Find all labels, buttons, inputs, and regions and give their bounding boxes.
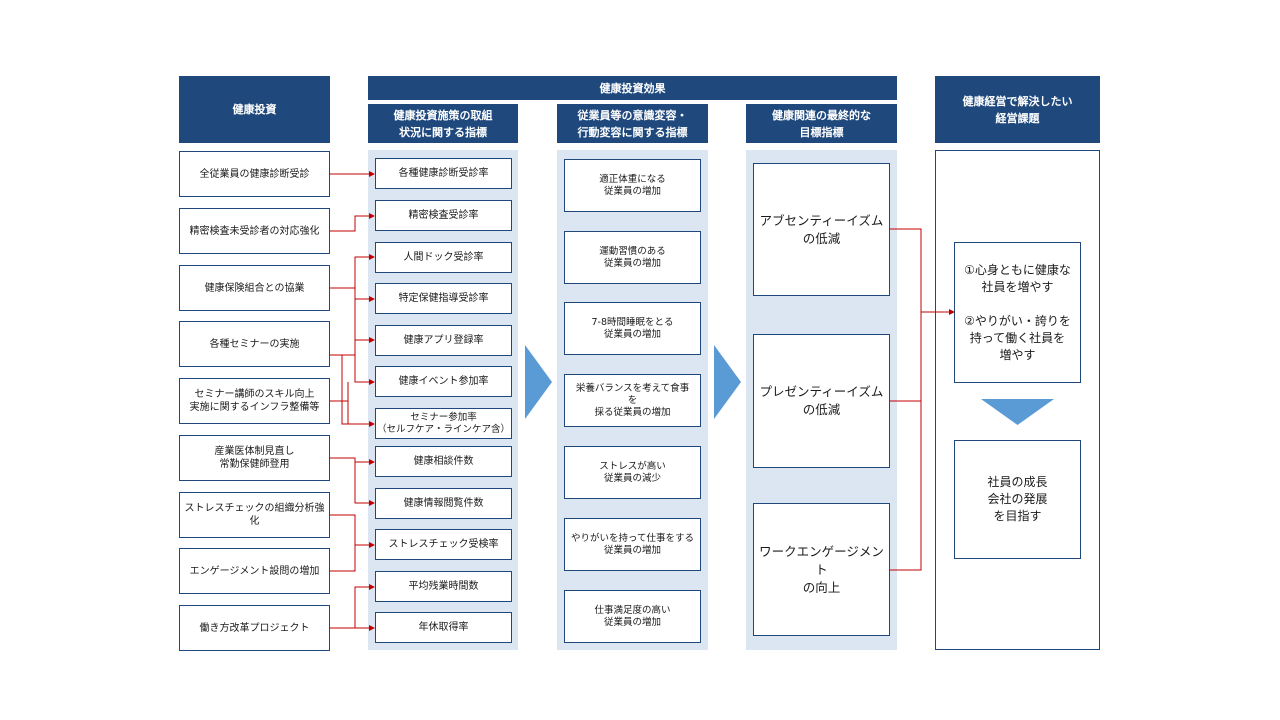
awareness-box: 仕事満足度の高い 従業員の増加 xyxy=(564,590,701,643)
measure-box: 健康相談件数 xyxy=(375,446,512,477)
investment-box: セミナー講師のスキル向上 実施に関するインフラ整備等 xyxy=(179,378,330,424)
header-awareness: 従業員等の意識変容・ 行動変容に関する指標 xyxy=(557,104,708,143)
connector-line xyxy=(330,545,356,572)
connector-line xyxy=(354,462,375,506)
header-investment: 健康投資 xyxy=(179,76,330,143)
awareness-box: 運動習慣のある 従業員の増加 xyxy=(564,231,701,284)
connector-line xyxy=(354,584,375,628)
connector-line xyxy=(330,354,375,427)
awareness-box: やりがいを持って仕事をする 従業員の増加 xyxy=(564,518,701,571)
measures-panel xyxy=(368,150,518,650)
measure-box: 年休取得率 xyxy=(375,612,512,643)
measure-box: 各種健康診断受診率 xyxy=(375,158,512,189)
final-indicator-box: ワークエンゲージメント の向上 xyxy=(753,503,890,636)
header-effect: 健康投資効果 xyxy=(368,76,897,100)
measure-box: 人間ドック受診率 xyxy=(375,242,512,273)
connector-line xyxy=(889,228,922,571)
issue-outcome-box: 社員の成長 会社の発展 を目指す xyxy=(954,440,1081,559)
connector-line xyxy=(330,254,375,289)
awareness-box: 栄養バランスを考えて食事 を 採る従業員の増加 xyxy=(564,374,701,427)
connector-line xyxy=(354,288,375,302)
connector-line xyxy=(354,299,375,385)
final-indicator-box: アブセンティーイズム の低減 xyxy=(753,163,890,296)
header-measures: 健康投資施策の取組 状況に関する指標 xyxy=(368,104,518,143)
measure-box: 健康アプリ登録率 xyxy=(375,325,512,356)
measure-box: 平均残業時間数 xyxy=(375,571,512,602)
flow-arrow-down xyxy=(981,399,1054,425)
connector-line xyxy=(330,213,375,232)
flow-arrow-right xyxy=(714,345,741,419)
investment-box: 精密検査未受診者の対応強化 xyxy=(179,208,330,254)
issue-goal-box: ①心身ともに健康な 社員を増やす ②やりがい・誇りを 持って働く社員を 増やす xyxy=(954,242,1081,383)
investment-box: 各種セミナーの実施 xyxy=(179,321,330,367)
investment-box: 働き方改革プロジェクト xyxy=(179,605,330,651)
connector-line xyxy=(330,457,375,465)
investment-box: ストレスチェックの組織分析強化 xyxy=(179,492,330,538)
measure-box: 健康情報閲覧件数 xyxy=(375,488,512,519)
final-indicator-box: プレゼンティーイズム の低減 xyxy=(753,334,890,468)
investment-box: エンゲージメント設問の増加 xyxy=(179,548,330,594)
measure-box: 特定保健指導受診率 xyxy=(375,283,512,314)
measure-box: セミナー参加率 （セルフケア・ラインケア含） xyxy=(375,408,512,439)
header-final-indicators: 健康関連の最終的な 目標指標 xyxy=(746,104,897,143)
awareness-box: ストレスが高い 従業員の減少 xyxy=(564,446,701,499)
investment-box: 産業医体制見直し 常勤保健師登用 xyxy=(179,435,330,481)
investment-box: 全従業員の健康診断受診 xyxy=(179,151,330,197)
awareness-box: 適正体重になる 従業員の増加 xyxy=(564,159,701,212)
connector-line xyxy=(330,514,375,548)
measure-box: 精密検査受診率 xyxy=(375,200,512,231)
flow-arrow-right xyxy=(525,345,552,419)
investment-box: 健康保険組合との協業 xyxy=(179,265,330,311)
header-issues: 健康経営で解決したい 経営課題 xyxy=(935,76,1100,143)
measure-box: ストレスチェック受検率 xyxy=(375,529,512,560)
awareness-box: 7-8時間睡眠をとる 従業員の増加 xyxy=(564,302,701,355)
connector-line xyxy=(330,382,349,402)
measure-box: 健康イベント参加率 xyxy=(375,366,512,397)
